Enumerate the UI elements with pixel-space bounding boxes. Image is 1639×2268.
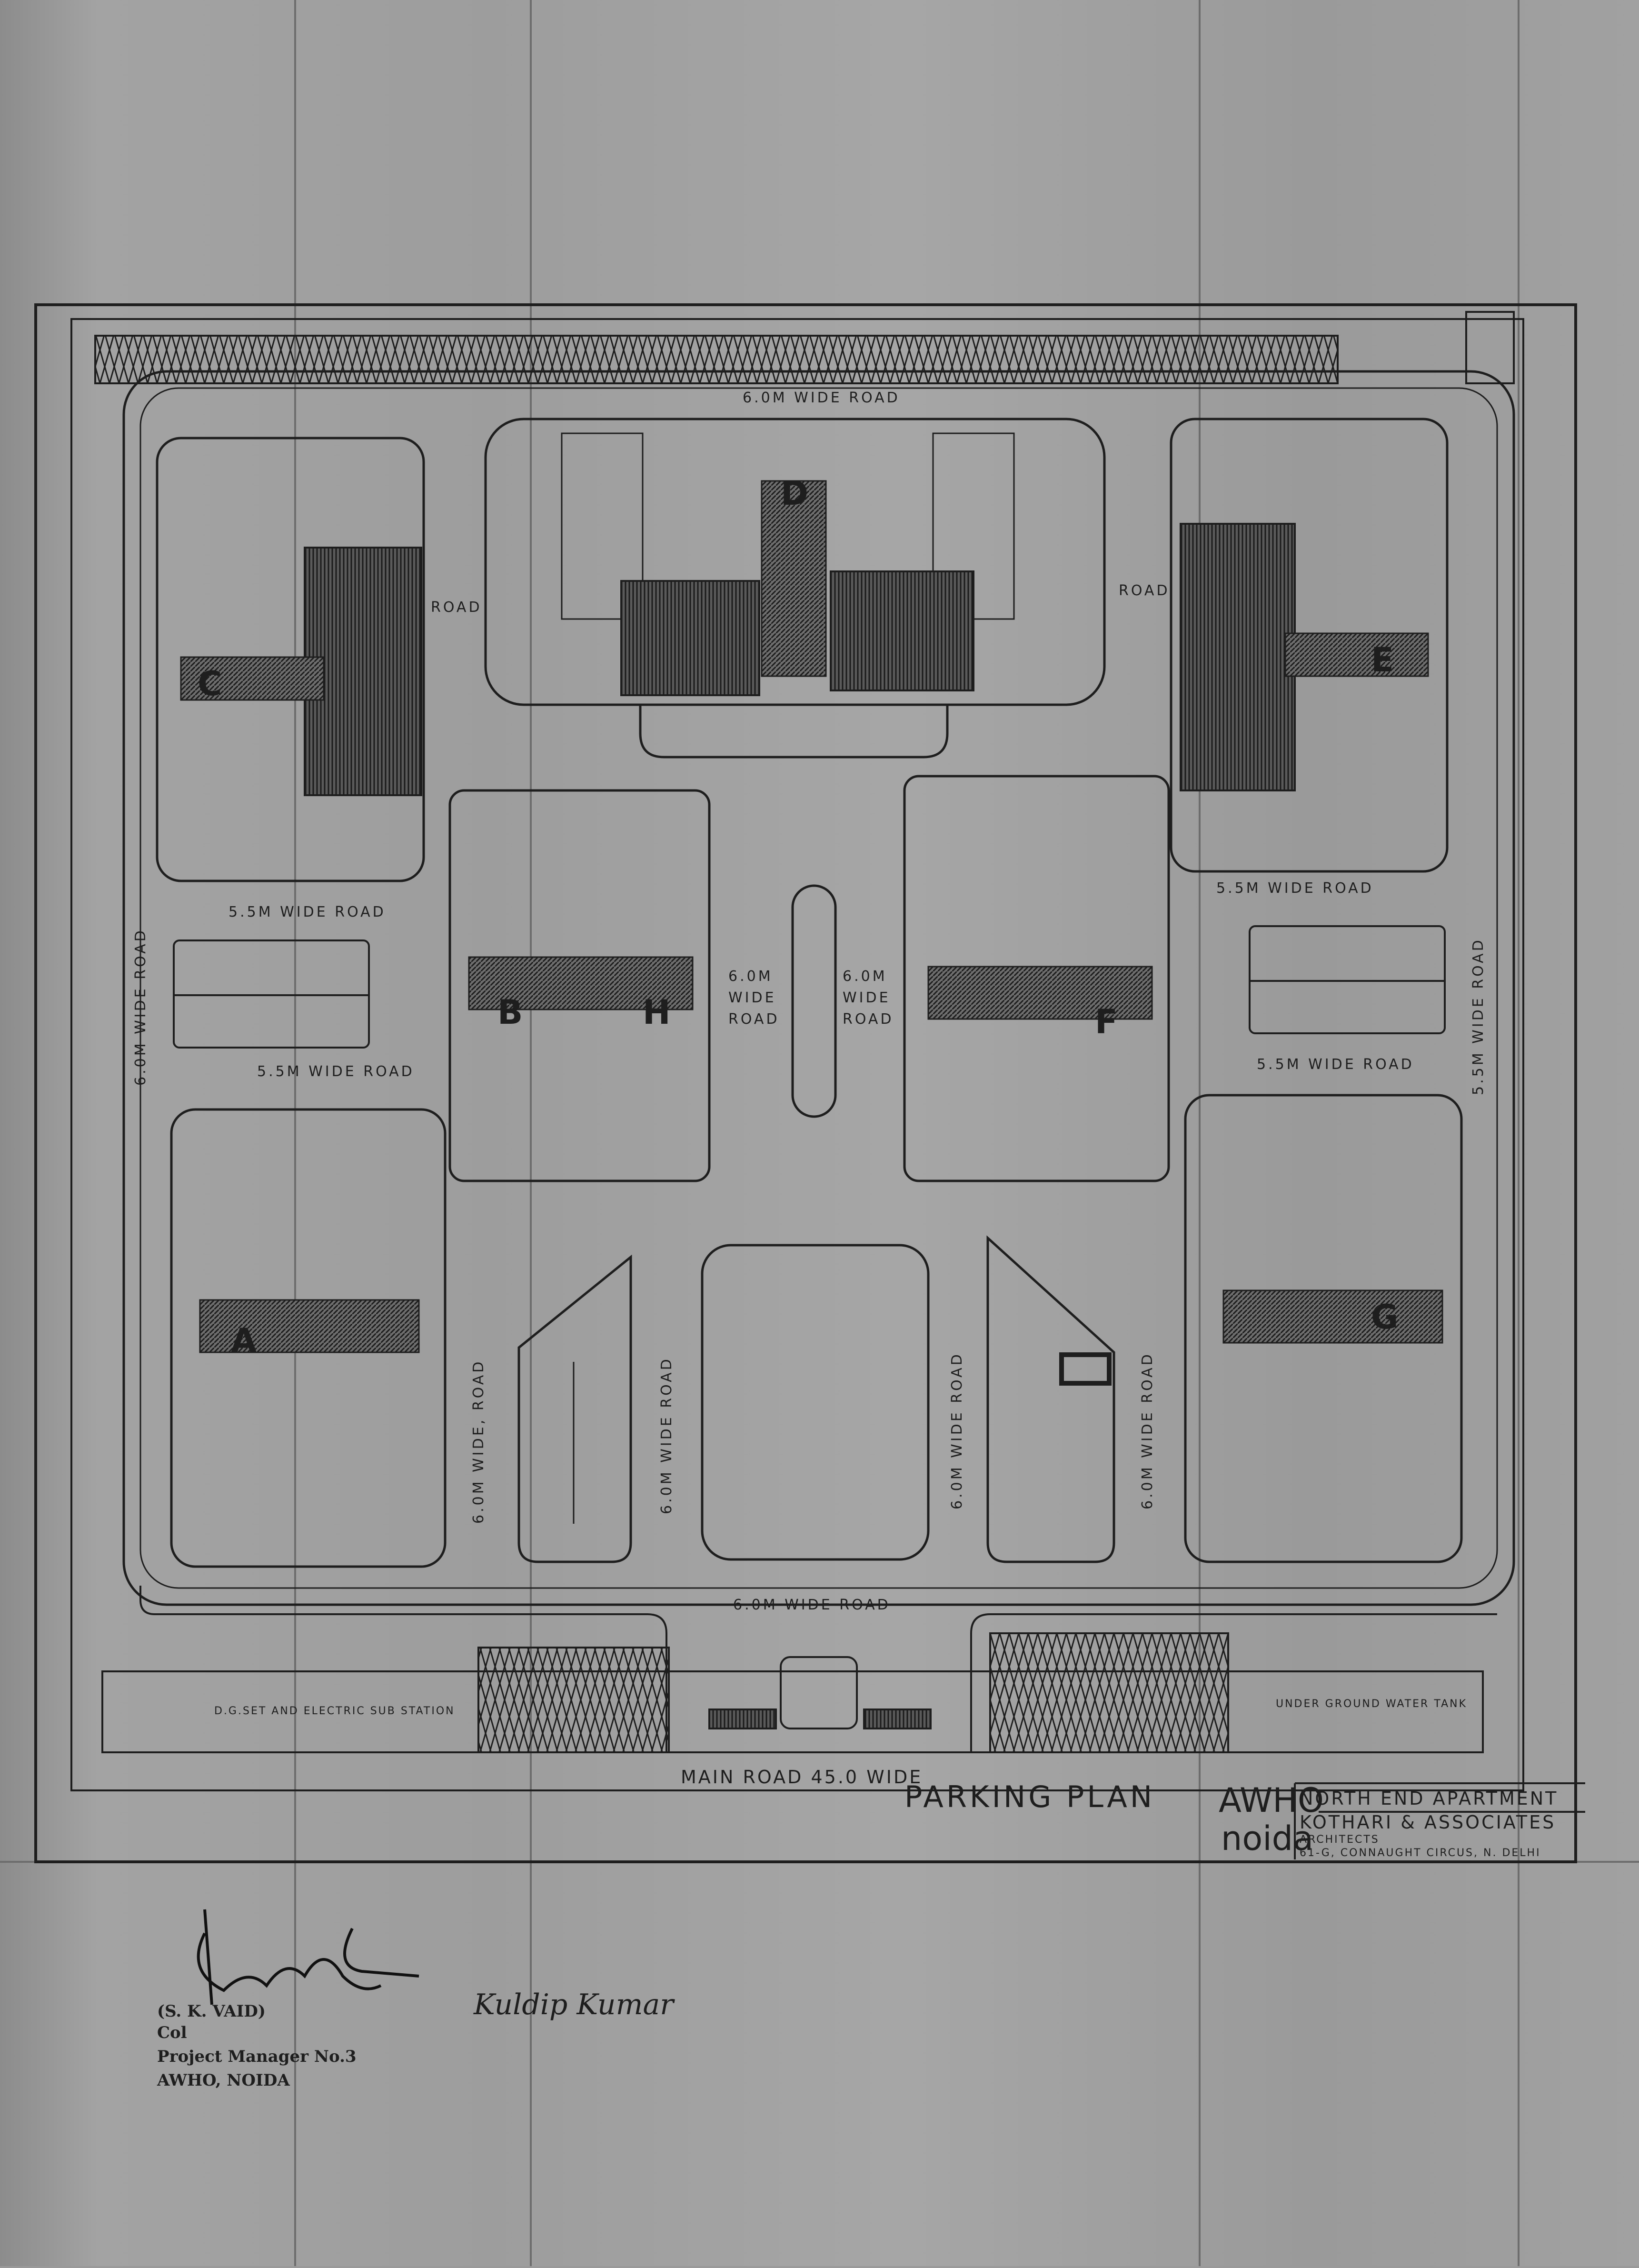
- signatory-name: (S. K. VAID): [157, 2002, 266, 2021]
- road-label-right-vertical: 5.5M WIDE ROAD: [1470, 938, 1487, 1095]
- block-label-c: C: [198, 664, 222, 703]
- block-b-enclosure: [448, 789, 711, 1182]
- parking-strips: [173, 925, 1446, 1049]
- road-label-strip-below: 5.5M WIDE ROAD: [257, 1063, 415, 1080]
- block-label-a: A: [231, 1321, 257, 1360]
- top-parking-strip: [94, 335, 1339, 384]
- block-e-building: [1180, 523, 1296, 791]
- road-label-e-below: 5.5M WIDE ROAD: [1216, 880, 1374, 897]
- road-label-lower-v3: 6.0M WIDE ROAD: [949, 1352, 965, 1509]
- firm-address: 61-G, CONNAUGHT CIRCUS, N. DELHI: [1300, 1847, 1541, 1859]
- block-a-enclosure: [170, 1108, 447, 1568]
- block-label-b: B: [497, 993, 523, 1032]
- road-label-center-left-3: ROAD: [728, 1011, 780, 1028]
- title-block-frame: [1294, 1782, 1585, 1859]
- block-d-building-left: [620, 580, 760, 696]
- substation-label: D.G.SET AND ELECTRIC SUB STATION: [214, 1705, 455, 1717]
- road-label-main: MAIN ROAD 45.0 WIDE: [681, 1767, 923, 1788]
- handwritten-name: Kuldip Kumar: [473, 1988, 675, 2021]
- block-label-g: G: [1371, 1298, 1398, 1337]
- block-label-d: D: [781, 474, 808, 513]
- block-label-h: H: [643, 993, 671, 1032]
- signatory-rank: Col: [157, 2023, 187, 2042]
- central-island: [791, 884, 837, 1118]
- road-label-top: 6.0M WIDE ROAD: [743, 390, 900, 406]
- top-right-parking: [1465, 311, 1515, 384]
- block-d-building-right: [830, 570, 974, 691]
- road-label-c-below: 5.5M WIDE ROAD: [228, 904, 386, 920]
- block-b-core: [468, 956, 694, 1010]
- block-g-enclosure: [1184, 1094, 1463, 1563]
- block-c-enclosure: [156, 437, 425, 882]
- road-label-center-right-2: WIDE: [843, 989, 891, 1006]
- block-d-core: [761, 480, 827, 677]
- water-tank-label: UNDER GROUND WATER TANK: [1276, 1698, 1467, 1710]
- awho-logo: AWHO: [1219, 1781, 1324, 1820]
- block-label-e: E: [1371, 640, 1394, 679]
- block-a-core: [199, 1299, 420, 1353]
- firm-role: ARCHITECTS: [1300, 1834, 1380, 1846]
- drawing-title: PARKING PLAN: [904, 1779, 1155, 1814]
- signatory-org: AWHO, NOIDA: [157, 2071, 290, 2090]
- signature-scribble: [197, 1909, 419, 2005]
- block-label-f: F: [1095, 1002, 1118, 1041]
- road-label-center-left-1: 6.0M: [728, 968, 773, 985]
- road-label-center-right-1: 6.0M: [843, 968, 887, 985]
- firm-name: KOTHARI & ASSOCIATES: [1300, 1812, 1556, 1833]
- road-label-left-vertical: 6.0M WIDE ROAD: [132, 928, 149, 1086]
- road-label-lower-v1: 6.0M WIDE, ROAD: [470, 1359, 487, 1524]
- project-name: NORTH END APARTMENT: [1300, 1788, 1558, 1809]
- road-label-f-strip-below: 5.5M WIDE ROAD: [1257, 1056, 1414, 1073]
- road-label-center-left-2: WIDE: [728, 989, 776, 1006]
- block-e-core: [1284, 632, 1429, 677]
- road-label-center-right-3: ROAD: [843, 1011, 894, 1028]
- bottom-entrance: [101, 1586, 1497, 1753]
- lower-parking-lots: [517, 1235, 1115, 1563]
- road-label-bottom: 6.0M WIDE ROAD: [733, 1597, 891, 1613]
- noida-logo: noida: [1221, 1819, 1313, 1858]
- road-label-lower-v2: 6.0M WIDE ROAD: [658, 1357, 675, 1514]
- road-label-d-right: ROAD: [1119, 582, 1170, 599]
- block-e-enclosure: [1170, 418, 1449, 873]
- block-c-core: [180, 656, 325, 701]
- road-label-d-left: ROAD: [431, 599, 482, 616]
- block-g-core: [1222, 1289, 1443, 1344]
- block-f-core: [927, 966, 1153, 1020]
- block-f-enclosure: [903, 775, 1170, 1182]
- signatory-post: Project Manager No.3: [157, 2047, 357, 2066]
- road-label-lower-v4: 6.0M WIDE ROAD: [1139, 1352, 1156, 1509]
